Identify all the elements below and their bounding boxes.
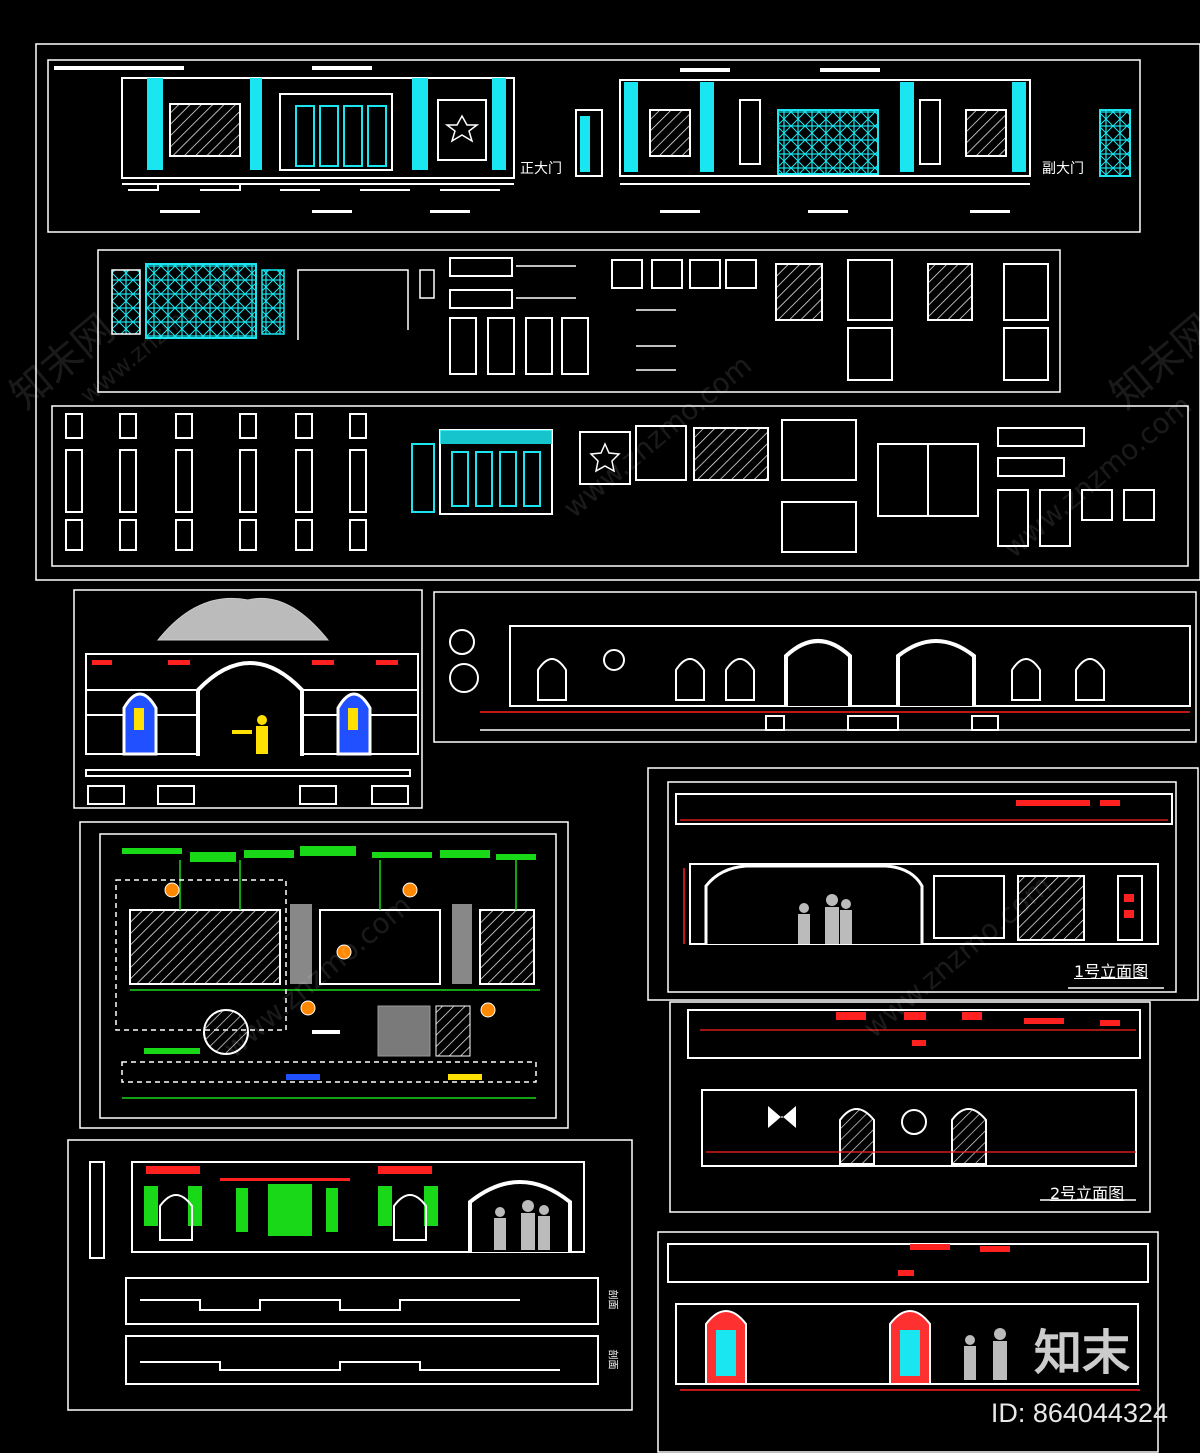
elevation-2-title: 2号立面图 — [1050, 1184, 1125, 1203]
human-figure-icon — [798, 894, 852, 944]
human-figure-icon — [232, 715, 268, 754]
main-door-elevation — [54, 66, 603, 213]
door-details-panel — [97, 249, 1061, 393]
molding-details-panel — [51, 405, 1189, 567]
image-id: ID: 864044324 — [990, 1398, 1168, 1428]
door-elevations-panel — [47, 59, 1141, 233]
star-medallion-icon — [589, 442, 621, 473]
side-door-label: 副大门 — [1042, 161, 1084, 177]
interior-wall-elevation-with-sections — [67, 1139, 633, 1411]
elevation-2-drawing — [669, 1001, 1151, 1213]
star-medallion-icon — [444, 114, 480, 143]
sheet-top-frame — [35, 43, 1200, 581]
side-door-elevation — [619, 68, 1131, 213]
main-door-label: 正大门 — [520, 161, 562, 177]
section-label-a: 剖面 — [606, 1289, 618, 1310]
green-annotated-plan — [79, 821, 569, 1129]
human-figure-icon — [964, 1328, 1007, 1380]
brand-logo: 知末 — [1033, 1325, 1130, 1381]
long-wall-elevation — [433, 591, 1197, 743]
section-label-b: 剖面 — [606, 1349, 618, 1370]
human-figure-icon — [494, 1200, 550, 1250]
elevation-1-drawing — [647, 767, 1199, 1001]
elevation-3-drawing — [657, 1231, 1159, 1453]
arch-entrance-elevation — [73, 589, 423, 809]
elevation-1-title: 1号立面图 — [1074, 962, 1149, 981]
